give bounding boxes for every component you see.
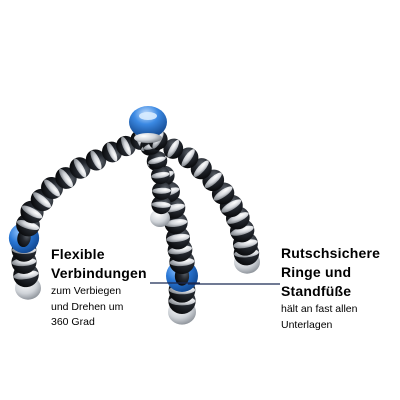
silver-ring (44, 179, 60, 197)
silver-ring (21, 205, 43, 219)
silver-ring (33, 192, 51, 208)
tripod-leg-left (8, 130, 150, 300)
callout-title-line: Flexible (51, 246, 105, 262)
silver-ring (227, 212, 249, 224)
tripod-leg-right (148, 130, 260, 274)
silver-ring (193, 160, 209, 177)
silver-ring (121, 136, 131, 156)
callout-description-line: zum Verbiegen (51, 285, 122, 297)
mount-ring (134, 133, 162, 143)
mount-screw-highlight (139, 112, 157, 120)
silver-ring (148, 156, 166, 165)
camera-mount-blue (129, 106, 167, 138)
silver-ring (16, 219, 40, 231)
silver-ring (221, 199, 242, 213)
flexible-joints-callout: Flexible Verbindungen zum Verbiegen und … (51, 245, 171, 330)
silver-ring (59, 168, 73, 188)
tripod-foot (150, 209, 170, 227)
silver-ring (164, 219, 188, 227)
silver-ring (73, 158, 87, 178)
silver-ring (181, 149, 195, 167)
callout-description-line: und Drehen um (51, 300, 124, 313)
non-slip-feet-callout: Rutschsichere Ringe und Standfüße hält a… (281, 244, 399, 332)
callout-title-line: Verbindungen (51, 265, 147, 281)
callout-description-line: hält an fast allen (281, 303, 358, 315)
silver-ring (213, 186, 233, 201)
silver-ring (230, 225, 254, 236)
silver-ring (90, 150, 102, 170)
callout-title-line: Rutschsichere (281, 245, 381, 261)
callout-description-line: Unterlagen (281, 318, 333, 331)
callout-title-line: Standfüße (281, 283, 352, 299)
silver-ring (151, 171, 170, 179)
silver-ring (167, 139, 180, 158)
silver-ring (106, 142, 118, 162)
callout-title-line: Ringe und (281, 264, 352, 280)
callout-description-line: 360 Grad (51, 316, 95, 328)
silver-ring (166, 233, 190, 243)
silver-ring (204, 172, 222, 189)
silver-ring (152, 187, 172, 194)
silver-ring (151, 201, 171, 208)
tripod-head (129, 106, 167, 143)
